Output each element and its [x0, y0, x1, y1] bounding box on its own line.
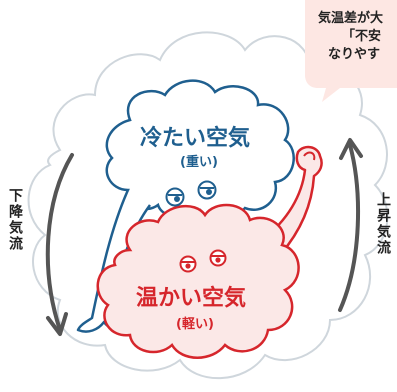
up-arrow: [338, 143, 361, 312]
warm-air-fist-curl: [303, 151, 316, 161]
callout-line-1: 気温差が大: [318, 11, 384, 26]
down-arrow: [45, 153, 74, 332]
warm-air-cloud: [96, 203, 300, 359]
cold-air-subtitle: (重い): [180, 155, 218, 170]
callout-line-2: 「不安: [342, 29, 382, 44]
down-flow-label: 下降気流: [7, 188, 23, 252]
warm-air-subtitle: (軽い): [176, 317, 214, 332]
warm-air-eyes: [179, 249, 227, 273]
cold-air-title: 冷たい空気: [140, 126, 251, 151]
warm-air-title: 温かい空気: [136, 286, 247, 311]
callout-line-3: なりやす: [328, 47, 381, 62]
up-flow-label: 上昇気流: [375, 192, 391, 256]
cold-air-eyes: [165, 180, 217, 207]
up-arrow-head: [339, 138, 363, 160]
down-arrow-head: [46, 312, 68, 336]
callout-bubble: [305, 0, 397, 102]
